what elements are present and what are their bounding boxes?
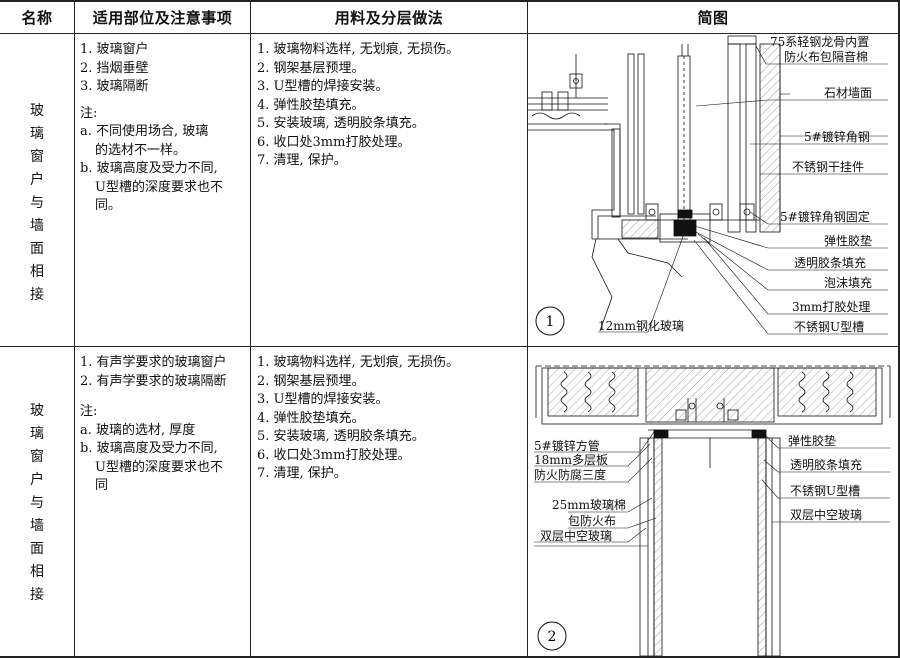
method-item: 5. 安装玻璃, 透明胶条填充。 [257,116,425,131]
label-wool-1: 25mm玻璃棉 [552,498,626,512]
notes-title: 注: [80,105,98,121]
name-char: 墙 [30,518,44,534]
name-char: 璃 [30,426,44,442]
row1-name: 玻 璃 窗 户 与 墙 面 相 接 [0,100,74,307]
row2-name: 玻 璃 窗 户 与 墙 面 相 接 [0,400,74,607]
method-item: 4. 弹性胶垫填充。 [257,410,365,426]
note-line: 同 [95,478,109,493]
label-angle: 5#镀锌角钢 [804,130,870,144]
name-char: 璃 [30,126,44,142]
name-char: 与 [30,195,44,211]
scope-item: 1. 玻璃窗户 [80,42,149,57]
method-item: 6. 收口处3mm打胶处理。 [257,134,411,150]
name-char: 接 [30,587,44,603]
label-board-1: 18mm多层板 [534,453,608,467]
detail-number-2: 2 [548,629,557,645]
scope-item: 3. 玻璃隔断 [80,79,149,94]
label-dglass-left: 双层中空玻璃 [540,528,612,543]
note-line: b. 玻璃高度及受力不同, [80,161,218,176]
detail-number-1: 1 [546,314,555,330]
label-foam: 泡沫填充 [824,275,872,290]
label-hanger: 不锈钢干挂件 [792,160,864,174]
name-char: 玻 [30,103,44,119]
label-wool-2: 包防火布 [568,513,616,528]
scope-item: 2. 有声学要求的玻璃隔断 [80,373,227,389]
label-strip: 透明胶条填充 [794,255,866,270]
column-line-2 [250,0,252,658]
row1-method: 1. 玻璃物料选样, 无划痕, 无损伤。 2. 钢架基层预埋。 3. U型槽的焊… [257,41,459,171]
note-line: 同。 [95,198,122,213]
name-char: 户 [30,172,44,188]
name-char: 相 [30,564,44,580]
table-border-right [898,0,900,658]
detail-number-circle [535,306,565,336]
label-pad: 弹性胶垫 [788,433,836,448]
label-glass: 12mm钢化玻璃 [598,319,684,333]
label-board-2: 防火防腐三度 [534,467,606,482]
name-char: 相 [30,264,44,280]
method-item: 4. 弹性胶垫填充。 [257,97,365,113]
name-char: 面 [30,541,44,557]
name-char: 接 [30,287,44,303]
note-line: 的选材不一样。 [95,142,187,158]
label-glue: 3mm打胶处理 [792,299,870,314]
row1-scope: 1. 玻璃窗户 2. 挡烟垂壁 3. 玻璃隔断 注: a. 不同使用场合, 玻璃… [80,41,223,216]
method-item: 1. 玻璃物料选样, 无划痕, 无损伤。 [257,42,460,57]
scope-item: 1. 有声学要求的玻璃窗户 [80,355,227,370]
name-char: 玻 [30,403,44,419]
label-channel: 不锈钢U型槽 [790,484,860,498]
label-keel-2: 防火布包隔音棉 [784,49,868,64]
name-char: 墙 [30,218,44,234]
method-item: 1. 玻璃物料选样, 无划痕, 无损伤。 [257,355,460,370]
note-line: a. 不同使用场合, 玻璃 [80,124,209,139]
method-item: 2. 钢架基层预埋。 [257,60,365,76]
note-line: a. 玻璃的选材, 厚度 [80,422,196,438]
label-stone: 石材墙面 [824,86,872,100]
method-item: 2. 钢架基层预埋。 [257,373,365,389]
row-divider [0,346,900,348]
header-divider [0,33,900,35]
note-line: U型槽的深度要求也不 [95,179,223,195]
label-strip: 透明胶条填充 [790,457,862,472]
header-drawing: 简图 [697,8,729,27]
header-scope: 适用部位及注意事项 [92,8,233,27]
name-char: 与 [30,495,44,511]
scope-item: 2. 挡烟垂壁 [80,60,149,76]
table-border-top [0,0,900,2]
header-name: 名称 [21,8,53,27]
detail-drawing-2: 5#镀锌方管 18mm多层板 防火防腐三度 25mm玻璃棉 包防火布 双层中空玻… [534,365,891,656]
notes-title: 注: [80,404,98,419]
method-item: 7. 清理, 保护。 [257,153,347,168]
note-line: b. 玻璃高度及受力不同, [80,441,218,456]
label-pad: 弹性胶垫 [824,233,872,248]
method-item: 7. 清理, 保护。 [257,466,347,481]
label-keel-1: 75系轻钢龙骨内置 [770,35,869,49]
method-item: 3. U型槽的焊接安装。 [257,392,389,407]
method-item: 3. U型槽的焊接安装。 [257,79,389,94]
row2-scope: 1. 有声学要求的玻璃窗户 2. 有声学要求的玻璃隔断 注: a. 玻璃的选材,… [80,354,227,496]
label-angle-fix: 5#镀锌角钢固定 [780,209,870,224]
label-channel: 不锈钢U型槽 [794,320,864,334]
table-border-bottom [0,656,900,658]
header-method: 用料及分层做法 [334,8,444,27]
column-line-1 [74,0,76,658]
label-tube: 5#镀锌方管 [534,438,600,453]
detail-drawing-1: 75系轻钢龙骨内置 防火布包隔音棉 石材墙面 5#镀锌角钢 不锈钢干挂件 5#镀… [528,35,888,336]
label-dglass-right: 双层中空玻璃 [790,507,862,522]
name-char: 户 [30,472,44,488]
name-char: 窗 [30,449,44,465]
column-line-3 [527,0,529,658]
row2-method: 1. 玻璃物料选样, 无划痕, 无损伤。 2. 钢架基层预埋。 3. U型槽的焊… [257,354,459,484]
detail-number-circle [537,621,567,651]
method-item: 5. 安装玻璃, 透明胶条填充。 [257,429,425,444]
note-line: U型槽的深度要求也不 [95,459,223,475]
name-char: 面 [30,241,44,257]
name-char: 窗 [30,149,44,165]
method-item: 6. 收口处3mm打胶处理。 [257,447,411,463]
